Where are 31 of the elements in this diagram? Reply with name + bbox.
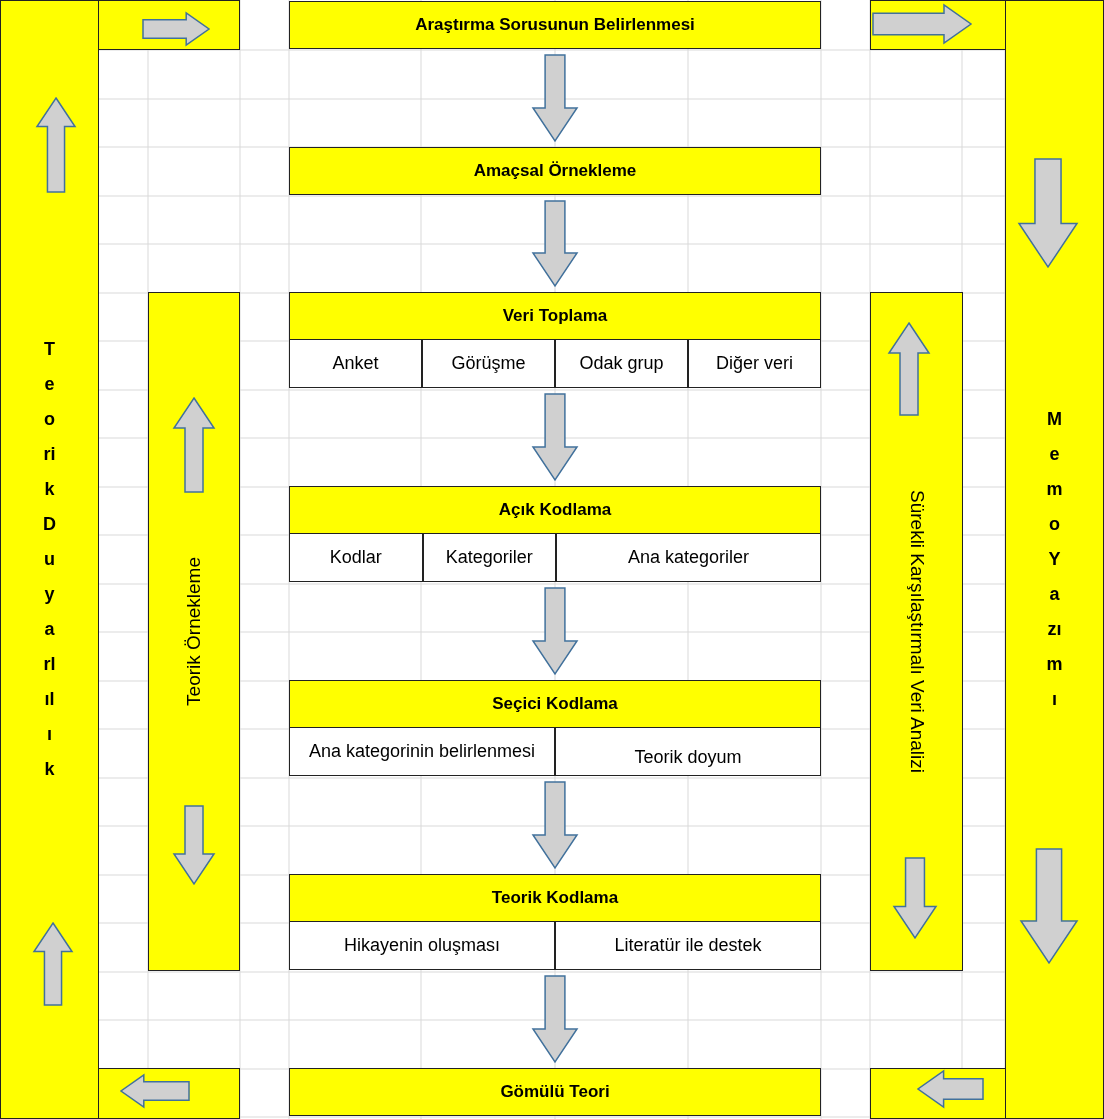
band-label: Teorik Örnekleme <box>183 557 205 706</box>
stage-header: Seçici Kodlama <box>289 680 821 728</box>
stage-header: Gömülü Teori <box>289 1068 821 1116</box>
table-cell: Ana kategorinin belirlenmesi <box>289 728 555 776</box>
table-cell: Hikayenin oluşması <box>289 922 555 970</box>
table-cell: Odak grup <box>555 340 688 388</box>
table-cell: Diğer veri <box>688 340 821 388</box>
block-arrow <box>531 587 579 676</box>
table-cell: Görüşme <box>422 340 555 388</box>
table-cell: Anket <box>289 340 422 388</box>
table-cell: Ana kategoriler <box>556 534 821 582</box>
vertical-band <box>870 292 963 971</box>
table-cell: Teorik doyum <box>555 728 821 776</box>
vertical-band <box>148 292 240 971</box>
stage-header: Teorik Kodlama <box>289 874 821 922</box>
table-cell: Kodlar <box>289 534 423 582</box>
block-arrow <box>531 393 579 482</box>
table-cell: Literatür ile destek <box>555 922 821 970</box>
block-arrow <box>531 200 579 288</box>
block-arrow <box>531 975 579 1064</box>
block-arrow <box>531 54 579 143</box>
stage-header: Amaçsal Örnekleme <box>289 147 821 195</box>
band-label: Teorik Duyarlılık <box>45 338 54 781</box>
vertical-band <box>0 0 99 1119</box>
stage-header: Araştırma Sorusunun Belirlenmesi <box>289 1 821 49</box>
stage-header: Veri Toplama <box>289 292 821 340</box>
table-cell: Kategoriler <box>422 534 556 582</box>
vertical-band <box>1005 0 1104 1119</box>
band-label: Sürekli Karşılaştırmalı Veri Analizi <box>905 490 928 773</box>
stage-header: Açık Kodlama <box>289 486 821 534</box>
block-arrow <box>531 781 579 870</box>
